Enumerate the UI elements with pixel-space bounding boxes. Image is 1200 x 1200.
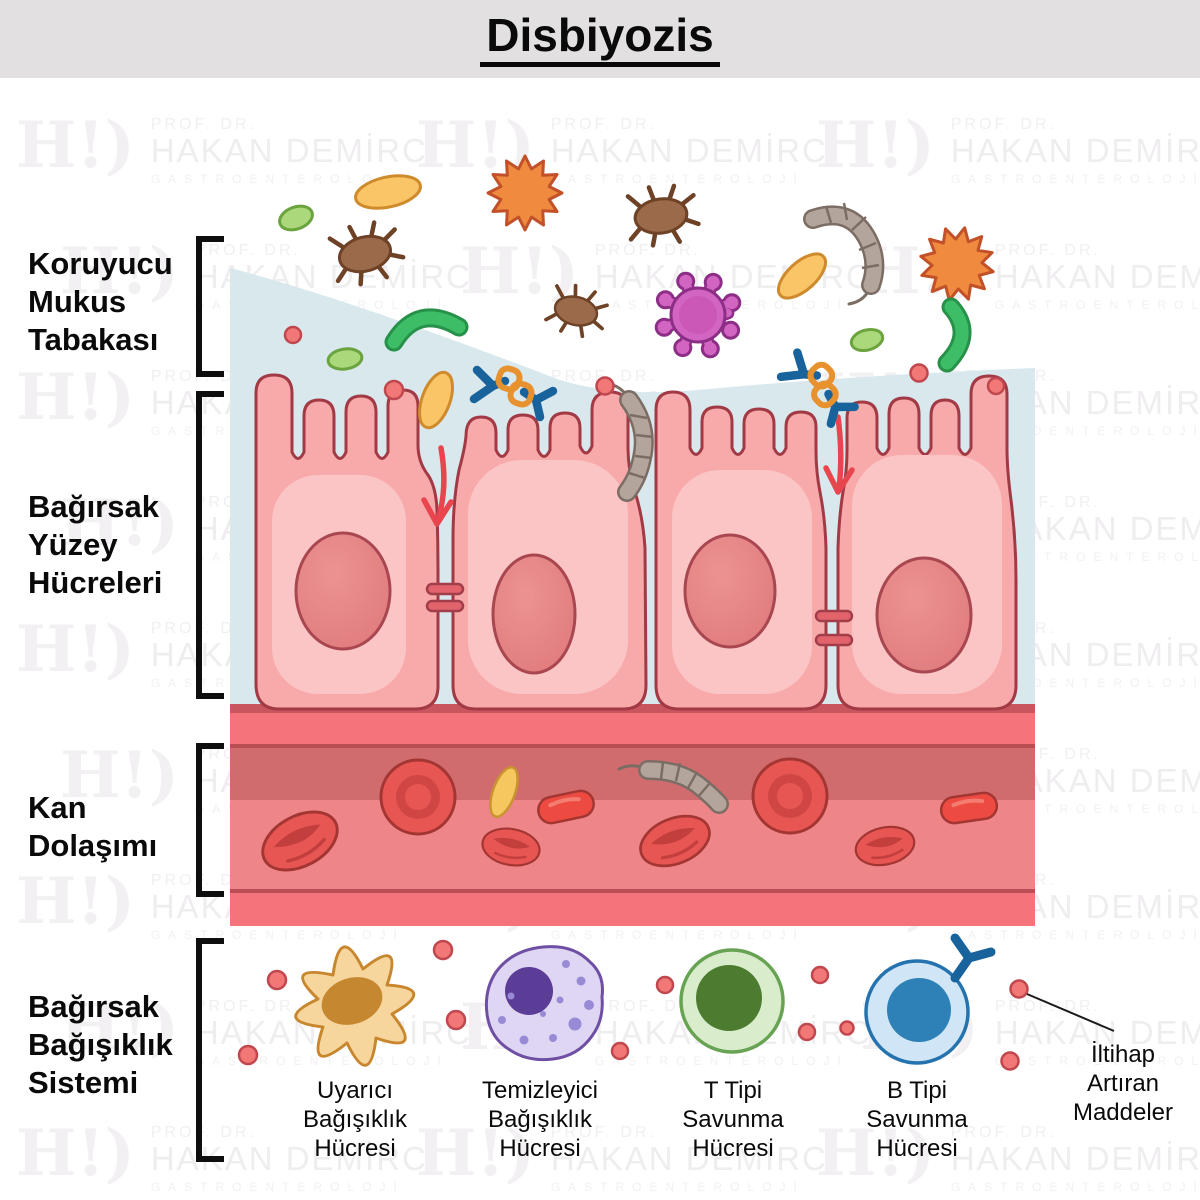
watermark-logo: H!) (60, 486, 179, 561)
orange-bacteria-icon (777, 252, 827, 300)
annotation-pointer-line (1026, 993, 1115, 1032)
cell-nuclei (294, 531, 973, 675)
dendritic-cell (294, 945, 416, 1067)
label-macrophage-cell: Temizleyici Bağışıklık Hücresi (481, 1077, 598, 1162)
t-cell (679, 948, 785, 1054)
watermark-logo: H!) (16, 612, 135, 687)
watermark-logo: H!) (60, 990, 179, 1065)
virus-icon (654, 271, 742, 359)
watermark-tile: H!)PROF. DR.HAKAN DEMİRCİGASTROENTEROLOJ… (816, 1116, 1200, 1194)
immune-section (237, 933, 1115, 1071)
brown-bug-icon (624, 181, 700, 248)
brown-bug-icon (542, 278, 613, 343)
watermark-logo: H!) (60, 738, 179, 813)
bracket-immune-system (196, 938, 224, 1162)
watermark-logo: H!) (16, 108, 135, 183)
green-bacteria-icon (278, 204, 314, 232)
section-label-immune: Bağırsak Bağışıklık Sistemi (28, 989, 173, 1100)
page-title: Disbiyozis (480, 11, 720, 68)
watermark-tile: H!)PROF. DR.HAKAN DEMİRCİGASTROENTEROLOJ… (816, 108, 1200, 186)
label-b-cell: B Tipi Savunma Hücresi (866, 1077, 968, 1162)
macrophage-cell (484, 945, 604, 1062)
worm-in-blood-icon (617, 760, 729, 814)
label-t-cell: T Tipi Savunma Hücresi (682, 1077, 784, 1162)
section-label-epithelium: Bağırsak Yüzey Hücreleri (28, 489, 163, 600)
starburst-microbe-icon (486, 154, 564, 232)
watermark-logo: H!) (16, 1116, 135, 1191)
watermark-logo: H!) (60, 234, 179, 309)
leak-arrows (421, 414, 855, 527)
red-blood-cells (251, 757, 1001, 884)
worm-icon (611, 383, 654, 502)
brown-bug-icon (325, 216, 407, 290)
bracket-mucus-layer (196, 236, 224, 377)
section-label-circulation: Kan Dolaşımı (28, 790, 158, 863)
red-dots-inflammatory (237, 939, 1029, 1071)
title-band: Disbiyozis (0, 0, 1200, 78)
annotation-inflammatory-substances: İltihap Artıran Maddeler (1072, 1041, 1174, 1126)
b-cell-receptor-icon (950, 933, 996, 983)
worm-icon (803, 202, 885, 306)
green-bacteria-icon (849, 327, 885, 353)
yellow-particle (489, 766, 519, 818)
watermark-logo: H!) (16, 360, 135, 435)
microbes (278, 154, 1006, 502)
green-bacteria-icon (326, 347, 364, 371)
label-dendritic-cell: Uyarıcı Bağışıklık Hücresi (302, 1077, 408, 1162)
orange-bacteria-icon (418, 370, 454, 430)
watermark-logo: H!) (16, 864, 135, 939)
watermark-logo: H!) (416, 1116, 535, 1191)
section-label-mucus: Koruyucu Mukus Tabakası (28, 246, 173, 357)
tight-junctions (425, 582, 854, 647)
watermark-logo: H!) (816, 108, 935, 183)
bracket-epithelium (196, 391, 224, 699)
b-cell (864, 933, 996, 1065)
bracket-circulation (196, 743, 224, 897)
blood-vessel (230, 704, 1035, 926)
red-dots-lumen (283, 325, 1006, 401)
orange-bacteria-icon (354, 174, 422, 210)
starburst-microbe-icon (911, 218, 1003, 310)
watermark-logo: H!) (816, 1116, 935, 1191)
